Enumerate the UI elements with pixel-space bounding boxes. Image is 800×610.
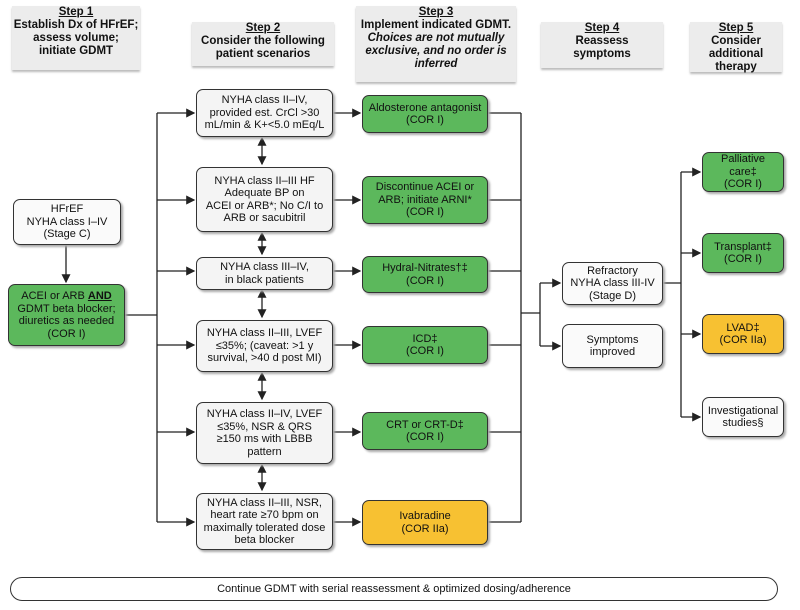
scenario-ivabradine: NYHA class II–III, NSR, heart rate ≥70 b… — [196, 493, 333, 550]
treatment-crt: CRT or CRT-D‡ (COR I) — [362, 412, 488, 450]
treatment-hydral-nitrates: Hydral-Nitrates†‡ (COR I) — [362, 256, 488, 293]
hfref-box: HFrEF NYHA class I–IV (Stage C) — [13, 199, 121, 245]
step2-header: Step 2 Consider the following patient sc… — [192, 22, 334, 66]
transplant-box: Transplant‡ (COR I) — [702, 233, 784, 273]
treatment-ivabradine: Ivabradine (COR IIa) — [362, 500, 488, 545]
step1-header: Step 1 Establish Dx of HFrEF; assess vol… — [12, 6, 140, 70]
step5-header: Step 5 Consider additional therapy — [690, 22, 782, 73]
refractory-stage-d-box: Refractory NYHA class III-IV (Stage D) — [562, 262, 663, 305]
palliative-care-box: Palliative care‡ (COR I) — [702, 152, 784, 192]
acei-arb-gdmt-box: ACEI or ARB AND GDMT beta blocker; diure… — [8, 284, 125, 346]
scenario-crt: NYHA class II–IV, LVEF ≤35%, NSR & QRS ≥… — [196, 402, 333, 464]
scenario-aldosterone: NYHA class II–IV, provided est. CrCl >30… — [196, 89, 333, 137]
treatment-aldosterone-antagonist: Aldosterone antagonist (COR I) — [362, 95, 488, 133]
scenario-hydral-nitrates: NYHA class III–IV, in black patients — [196, 257, 333, 290]
investigational-studies-box: Investigational studies§ — [702, 397, 784, 437]
step3-header: Step 3 Implement indicated GDMT. Choices… — [356, 6, 516, 82]
scenario-icd: NYHA class II–III, LVEF ≤35%; (caveat: >… — [196, 320, 333, 372]
step4-header: Step 4 Reassess symptoms — [541, 22, 663, 68]
lvad-box: LVAD‡ (COR IIa) — [702, 314, 784, 354]
continue-gdmt-banner: Continue GDMT with serial reassessment &… — [10, 577, 778, 601]
scenario-arni: NYHA class II–III HF Adequate BP on ACEI… — [196, 167, 333, 232]
treatment-icd: ICD‡ (COR I) — [362, 326, 488, 364]
treatment-arni: Discontinue ACEI or ARB; initiate ARNI* … — [362, 176, 488, 224]
symptoms-improved-box: Symptoms improved — [562, 324, 663, 368]
